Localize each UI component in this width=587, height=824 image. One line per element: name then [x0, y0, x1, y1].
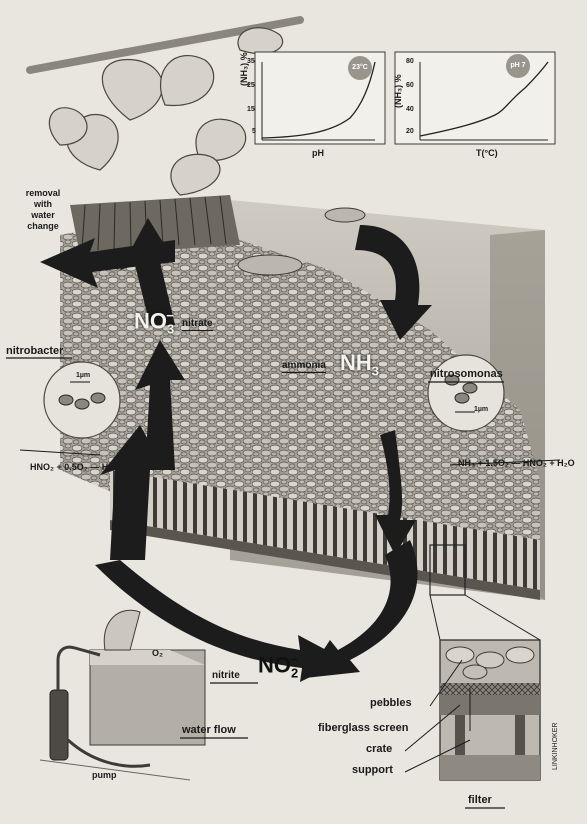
nitrite-formula-sub: 2: [291, 666, 298, 681]
ammonia-label: ammonia: [282, 360, 326, 373]
graph-right: [395, 52, 555, 144]
graph-right-badge: pH 7: [506, 54, 530, 78]
graph-right-ytick: 80: [406, 58, 414, 65]
graph-right-ytick: 20: [406, 128, 414, 135]
removal-line: water: [18, 210, 68, 221]
water-flow-label: water flow: [182, 724, 236, 736]
nitrite-formula-sup: −: [290, 652, 298, 667]
graph-left-ytick: 25: [247, 82, 255, 89]
graph-right-ytick: 40: [406, 106, 414, 113]
nitrate-formula-sub: 3: [167, 322, 174, 337]
equation-nitrosomonas: NH₃ + 1.5O₂ — HNO₂ + H₂O: [458, 458, 575, 468]
graph-left-xlabel: pH: [312, 148, 324, 158]
scale-right: 1µm: [474, 406, 488, 413]
nitrosomonas-label: nitrosomonas: [430, 368, 503, 380]
nitrate-label: nitrate: [182, 318, 213, 331]
removal-line: removal: [18, 188, 68, 199]
graph-right-xlabel: T(°C): [476, 148, 498, 158]
fiberglass-screen-label: fiberglass screen: [318, 722, 409, 734]
nitrate-formula-main: NO: [134, 308, 167, 333]
nitrate-formula-sup: −: [166, 308, 174, 323]
equation-nitrobacter: HNO₂ + 0.5O₂ — HNO₃: [30, 462, 126, 472]
removal-line: with: [18, 199, 68, 210]
graph-left-ytick: 35: [247, 58, 255, 65]
nitrite-formula: NO2−: [258, 652, 298, 681]
nitrate-formula: NO3−: [134, 308, 174, 337]
nitrite-formula-main: NO: [258, 652, 291, 677]
nitrosomonas-magnifier: [428, 355, 504, 431]
graph-left-badge: 23°C: [348, 56, 372, 80]
scale-left: 1µm: [76, 372, 90, 379]
graph-right-ytick: 60: [406, 82, 414, 89]
pump-inset: [40, 610, 205, 780]
o2-label: O₂: [152, 648, 163, 658]
graph-left-ytick: 5: [252, 128, 256, 135]
ammonia-formula: NH3: [340, 350, 379, 378]
filter-label: filter: [468, 794, 492, 806]
ammonia-formula-sub: 3: [372, 363, 379, 378]
graph-left-ytick: 15: [247, 106, 255, 113]
fish-small: [325, 208, 365, 222]
crate-label: crate: [366, 743, 392, 755]
artist-signature: LINKINHOKER: [552, 723, 559, 770]
removal-line: change: [18, 221, 68, 232]
pebbles-label: pebbles: [370, 697, 412, 709]
fish: [238, 255, 302, 275]
support-label: support: [352, 764, 393, 776]
nitrite-label: nitrite: [212, 670, 240, 681]
ammonia-formula-main: NH: [340, 350, 372, 375]
pump-label: pump: [92, 770, 117, 780]
nitrobacter-label: nitrobacter: [6, 345, 63, 357]
removal-label: removal with water change: [18, 188, 68, 232]
graph-right-ylabel: (NH₃) %: [393, 74, 403, 108]
